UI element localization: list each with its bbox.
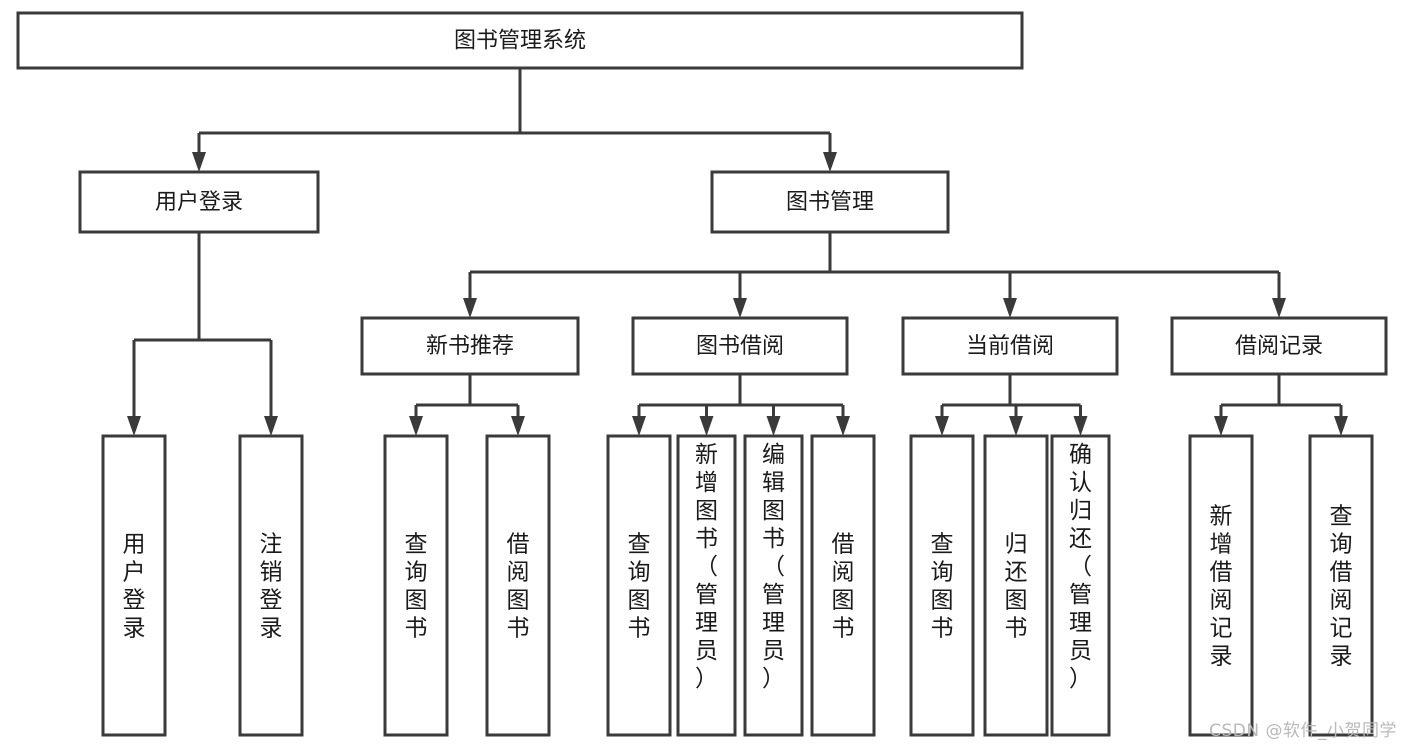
node-box-leaf-add-book-admin <box>676 434 737 737</box>
arrow-head-icon <box>264 416 278 436</box>
node-box-user-login <box>78 170 320 234</box>
arrow-head-icon <box>766 416 781 436</box>
node-leaf-add-book-admin[interactable]: 新增图书（管理员） <box>676 434 737 737</box>
node-label-leaf-borrow-book: 借阅图书 <box>832 532 855 642</box>
node-box-book-borrow <box>631 316 849 376</box>
node-label-leaf-confirm-return-admin: 确认归还（管理员） <box>1069 442 1092 692</box>
node-label-leaf-query-book-current: 查询图书 <box>931 532 954 642</box>
node-box-leaf-query-borrow-record <box>1308 434 1374 737</box>
node-leaf-query-book-recommend[interactable]: 查询图书 <box>383 434 449 737</box>
node-label-borrow-record: 借阅记录 <box>1235 334 1323 359</box>
node-leaf-add-borrow-record[interactable]: 新增借阅记录 <box>1188 434 1254 737</box>
arrow-head-icon <box>632 416 646 436</box>
arrow-head-icon <box>1003 298 1017 318</box>
node-box-leaf-query-book-current <box>909 434 975 737</box>
arrow-head-icon <box>127 416 141 436</box>
node-label-leaf-logout: 注销登录 <box>260 532 283 642</box>
node-box-leaf-add-borrow-record <box>1188 434 1254 737</box>
arrow-head-icon <box>409 416 423 436</box>
node-box-leaf-edit-book-admin <box>743 434 804 737</box>
connector-layer <box>127 68 1348 436</box>
node-box-root <box>16 11 1024 70</box>
node-new-book-recommend[interactable]: 新书推荐 <box>360 316 580 376</box>
node-book-management[interactable]: 图书管理 <box>710 170 950 234</box>
arrow-head-icon <box>192 152 206 172</box>
node-label-leaf-add-borrow-record: 新增借阅记录 <box>1210 504 1233 670</box>
node-label-leaf-user-login: 用户登录 <box>123 532 146 642</box>
node-label-book-management: 图书管理 <box>786 190 874 215</box>
node-label-user-login: 用户登录 <box>155 190 243 215</box>
node-label-new-book-recommend: 新书推荐 <box>426 334 514 359</box>
node-borrow-record[interactable]: 借阅记录 <box>1170 316 1388 376</box>
node-leaf-query-book-borrow[interactable]: 查询图书 <box>606 434 672 737</box>
node-label-leaf-query-borrow-record: 查询借阅记录 <box>1330 504 1353 670</box>
node-box-leaf-return-book <box>983 434 1049 737</box>
csdn-watermark: CSDN @软件_小贺同学 <box>1209 721 1397 741</box>
arrow-head-icon <box>733 298 747 318</box>
node-leaf-confirm-return-admin[interactable]: 确认归还（管理员） <box>1050 434 1111 737</box>
node-box-leaf-borrow-book-recommend <box>485 434 551 737</box>
node-leaf-query-book-current[interactable]: 查询图书 <box>909 434 975 737</box>
arrow-head-icon <box>1073 416 1088 436</box>
node-leaf-logout[interactable]: 注销登录 <box>238 434 304 737</box>
node-leaf-return-book[interactable]: 归还图书 <box>983 434 1049 737</box>
node-label-book-borrow: 图书借阅 <box>696 334 784 359</box>
node-box-new-book-recommend <box>360 316 580 376</box>
arrow-head-icon <box>699 416 714 436</box>
arrow-head-icon <box>836 416 850 436</box>
node-box-current-borrow <box>901 316 1119 376</box>
node-layer: 图书管理系统用户登录图书管理新书推荐图书借阅当前借阅借阅记录用户登录注销登录查询… <box>16 11 1388 737</box>
node-leaf-borrow-book-recommend[interactable]: 借阅图书 <box>485 434 551 737</box>
node-box-leaf-query-book-recommend <box>383 434 449 737</box>
node-book-borrow[interactable]: 图书借阅 <box>631 316 849 376</box>
node-label-leaf-add-book-admin: 新增图书（管理员） <box>695 442 718 692</box>
node-leaf-borrow-book[interactable]: 借阅图书 <box>810 434 876 737</box>
node-box-leaf-confirm-return-admin <box>1050 434 1111 737</box>
node-root[interactable]: 图书管理系统 <box>16 11 1024 70</box>
node-leaf-query-borrow-record[interactable]: 查询借阅记录 <box>1308 434 1374 737</box>
node-box-borrow-record <box>1170 316 1388 376</box>
node-leaf-user-login[interactable]: 用户登录 <box>101 434 167 737</box>
node-box-book-management <box>710 170 950 234</box>
arrow-head-icon <box>463 298 477 318</box>
arrow-head-icon <box>1009 416 1023 436</box>
node-label-current-borrow: 当前借阅 <box>966 334 1054 359</box>
node-label-root: 图书管理系统 <box>454 29 586 54</box>
node-label-leaf-query-book-borrow: 查询图书 <box>628 532 651 642</box>
node-box-leaf-query-book-borrow <box>606 434 672 737</box>
arrow-head-icon <box>935 416 949 436</box>
node-box-leaf-borrow-book <box>810 434 876 737</box>
node-label-leaf-query-book-recommend: 查询图书 <box>405 532 428 642</box>
arrow-head-icon <box>1272 298 1286 318</box>
node-box-leaf-user-login <box>101 434 167 737</box>
node-leaf-edit-book-admin[interactable]: 编辑图书（管理员） <box>743 434 804 737</box>
node-user-login[interactable]: 用户登录 <box>78 170 320 234</box>
node-label-leaf-return-book: 归还图书 <box>1005 532 1028 642</box>
arrow-head-icon <box>1214 416 1228 436</box>
node-box-leaf-logout <box>238 434 304 737</box>
node-current-borrow[interactable]: 当前借阅 <box>901 316 1119 376</box>
arrow-head-icon <box>823 152 837 172</box>
node-label-leaf-edit-book-admin: 编辑图书（管理员） <box>762 442 785 692</box>
arrow-head-icon <box>511 416 525 436</box>
node-label-leaf-borrow-book-recommend: 借阅图书 <box>507 532 530 642</box>
arrow-head-icon <box>1334 416 1348 436</box>
